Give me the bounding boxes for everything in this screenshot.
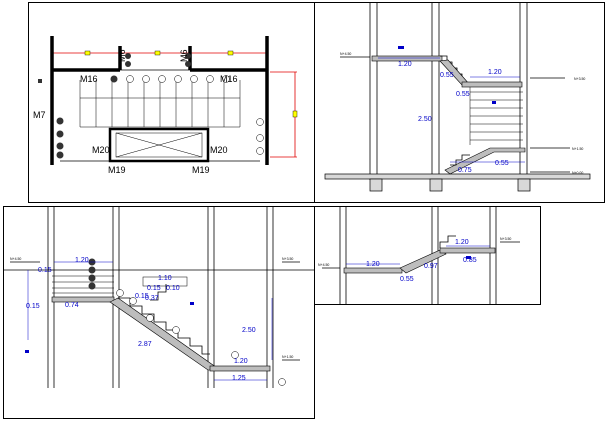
section-main-dim-5: 1.10 <box>158 275 172 282</box>
section-main-dim-6: 0.15 <box>147 285 161 292</box>
section-main-dim-11: 2.50 <box>242 327 256 334</box>
section-small-dim-3: 0.97 <box>424 263 438 270</box>
section-main-dim-10: 2.87 <box>138 341 152 348</box>
plan-label-m6-left: M6 <box>117 49 127 62</box>
section-main-dim-3: 0.15 <box>26 303 40 310</box>
section-small-dim-5: 0.55 <box>400 276 414 283</box>
plan-panel <box>28 2 315 203</box>
section-top-dim-1: 1.20 <box>398 61 412 68</box>
section-small-dim-2: 1.20 <box>455 239 469 246</box>
stair-section-main: N+4.50 N+3.50 N+1.50 <box>4 207 314 388</box>
section-main-panel <box>3 206 315 419</box>
svg-text:N+3.50: N+3.50 <box>500 237 511 241</box>
plan-label-m16-right: M16 <box>220 74 238 84</box>
section-top-dim-5: 0.55 <box>456 91 470 98</box>
svg-text:N+1.50: N+1.50 <box>572 147 583 151</box>
section-top-dim-4: 2.50 <box>418 116 432 123</box>
plan-label-m19-left: M19 <box>108 165 126 175</box>
svg-text:N+4.50: N+4.50 <box>318 263 329 267</box>
section-small-dim-1: 1.20 <box>366 261 380 268</box>
section-main-dim-2: 0.15 <box>38 267 52 274</box>
svg-text:N+4.50: N+4.50 <box>10 257 21 261</box>
section-main-dim-8: 0.15 <box>135 293 149 300</box>
stair-section-small: N+4.50 N+3.50 <box>318 207 520 304</box>
stair-plan <box>38 36 298 165</box>
section-main-dim-12: 1.20 <box>234 358 248 365</box>
stair-section-top: N+4.50 N+3.50 N+1.50 N±0.00 <box>324 3 591 192</box>
plan-label-m16-left: M16 <box>80 74 98 84</box>
section-main-dim-1: 1.20 <box>75 257 89 264</box>
svg-text:N±0.00: N±0.00 <box>572 171 583 175</box>
plan-label-m6-right: M6 <box>179 49 189 62</box>
svg-text:N+3.50: N+3.50 <box>282 257 293 261</box>
section-main-dim-13: 1.25 <box>232 375 246 382</box>
section-top-dim-2: 1.20 <box>488 69 502 76</box>
section-top-dim-3: 0.55 <box>440 72 454 79</box>
plan-label-m7: M7 <box>33 110 46 120</box>
svg-text:N+1.50: N+1.50 <box>282 355 293 359</box>
section-small-dim-4: 0.85 <box>463 257 477 264</box>
plan-label-m20-left: M20 <box>92 145 110 155</box>
section-top-dim-6: 0.55 <box>495 160 509 167</box>
svg-text:N+4.50: N+4.50 <box>340 52 351 56</box>
section-main-dim-7: 0.10 <box>166 285 180 292</box>
section-top-dim-7: 0.75 <box>458 167 472 174</box>
plan-label-m19-right: M19 <box>192 165 210 175</box>
section-main-dim-4: 0.74 <box>65 302 79 309</box>
section-main-dim-9: 0.37 <box>145 295 159 302</box>
plan-label-m20-right: M20 <box>210 145 228 155</box>
svg-text:N+3.50: N+3.50 <box>574 77 585 81</box>
